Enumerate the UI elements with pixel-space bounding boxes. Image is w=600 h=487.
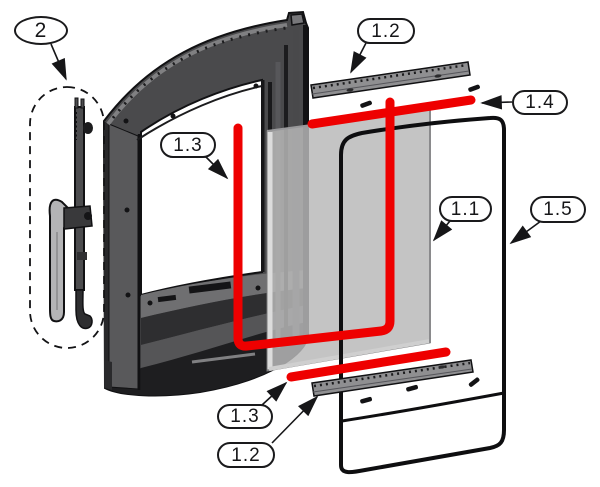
- callout-1-2-top-label: 1.2: [371, 20, 401, 42]
- handle-boundary-dashed: [29, 86, 105, 349]
- screw: [406, 384, 418, 392]
- callout-1-3-top-label: 1.3: [173, 134, 203, 156]
- outer-glass-panel: [339, 115, 506, 475]
- leader-1-3-bottom: [261, 381, 288, 406]
- leader-1-2-bottom: [271, 395, 319, 444]
- leader-lines: [50, 42, 542, 444]
- bolt-dot: [123, 118, 129, 124]
- vent-slot: [188, 281, 232, 294]
- screws: [360, 84, 480, 404]
- gasket-top: [307, 95, 476, 129]
- outer-glass-band-line: [341, 391, 505, 423]
- leader-2: [50, 43, 67, 81]
- door-frame-hinge-tab: [290, 13, 305, 26]
- screw: [360, 100, 372, 108]
- leader-1-1: [432, 220, 453, 242]
- gasket-bottom: [286, 347, 451, 382]
- callout-1-2-top: 1.2: [357, 18, 415, 44]
- handle-rod: [74, 106, 85, 291]
- callout-1-1-label: 1.1: [450, 198, 481, 220]
- screw: [360, 396, 372, 404]
- leader-1-3-top: [204, 155, 229, 180]
- callout-1-5: 1.5: [530, 196, 586, 223]
- callout-2-label: 2: [34, 19, 48, 42]
- callout-1-4-label: 1.4: [525, 92, 555, 113]
- callout-1-3-bottom: 1.3: [217, 404, 273, 429]
- screw: [468, 84, 480, 92]
- callout-1-5-label: 1.5: [543, 199, 573, 220]
- callout-1-2-bottom-label: 1.2: [231, 444, 261, 466]
- callout-1-3-bottom-label: 1.3: [230, 406, 260, 427]
- leader-1-5: [509, 220, 542, 245]
- bolt-dot: [255, 285, 261, 291]
- bolt-dot: [170, 113, 176, 119]
- leader-1-4: [480, 95, 513, 110]
- trim-strip-top: [310, 61, 471, 99]
- gasket-u-shaped: [233, 97, 395, 351]
- bolt-dot: [124, 207, 130, 213]
- callout-2: 2: [14, 16, 68, 45]
- handle-assembly: [29, 86, 105, 349]
- callout-1-3-top: 1.3: [160, 132, 216, 158]
- door-frame-left-post: [104, 121, 109, 388]
- bolt-dot: [125, 292, 131, 298]
- vent-slot: [157, 294, 177, 303]
- screw: [468, 377, 480, 387]
- bolt-dot: [147, 300, 153, 306]
- bolt-dot: [253, 83, 259, 89]
- trim-strip-bottom: [311, 359, 474, 397]
- callout-1-2-bottom: 1.2: [217, 442, 275, 468]
- handle-lever: [48, 198, 71, 323]
- handle-hook: [75, 289, 93, 330]
- rod-clamp: [83, 122, 93, 134]
- callout-1-4: 1.4: [512, 90, 568, 115]
- leader-1-2-top: [350, 42, 367, 74]
- door-frame-bottom-rail: [141, 270, 307, 318]
- handle-bracket: [63, 205, 93, 230]
- gaskets: [233, 95, 476, 382]
- callout-1-1: 1.1: [439, 196, 492, 222]
